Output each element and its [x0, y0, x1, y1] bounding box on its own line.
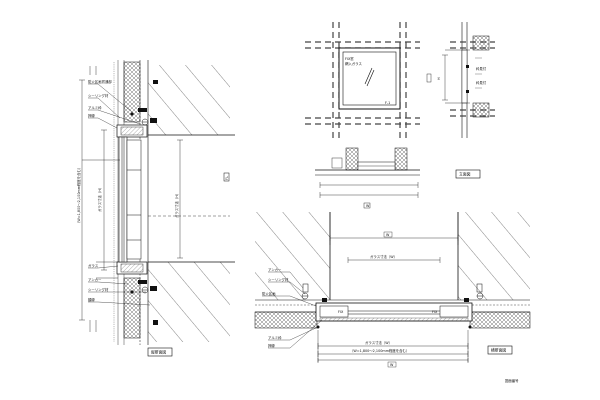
elevation-glass-code: F-1	[385, 101, 390, 105]
elevation-title: 立面図	[459, 172, 471, 177]
horizontal-callout-2: シーリング材	[268, 277, 289, 282]
horizontal-overall-dim: （W=1,800～2,100mm程度を含む）	[350, 348, 409, 353]
horizontal-callout-4: アルミ枠	[268, 335, 282, 340]
sash-right-label: FIX	[432, 310, 438, 314]
horizontal-callout-5: 押縁	[268, 343, 275, 348]
detail-callout-2: 枠見付	[476, 80, 487, 85]
vertical-callout-1: 防火区画貫通部	[88, 79, 112, 84]
elevation-glass-label-1: FIX窓	[345, 56, 354, 61]
sheet-number: 図面番号	[505, 378, 519, 383]
horizontal-inner-dim: ガラス寸法（W）	[370, 254, 397, 259]
sash-left-label: FIX	[338, 310, 344, 314]
vertical-callout-4: 押縁	[88, 113, 95, 118]
section-detail-view: H 枠見付 枠見付 立面図	[426, 22, 495, 179]
elevation-dim-label: W	[366, 204, 370, 208]
horizontal-callout-3: 防火区画	[262, 291, 276, 296]
elevation-glass-label-2: 網入ガラス	[345, 61, 362, 66]
horizontal-bottom-dim: W	[390, 363, 394, 367]
detail-dim-h: H	[437, 77, 441, 80]
horizontal-glass-dim: ガラス寸法（W）	[365, 340, 392, 345]
vertical-callout-5: ガラス	[88, 263, 99, 268]
vertical-callout-2: シーリング材	[88, 93, 109, 98]
horizontal-section-view: FIX FIX	[254, 212, 531, 368]
elevation-view: FIX窓 網入ガラス F-1 W	[305, 22, 420, 209]
detail-callout-1: 枠見付	[476, 66, 487, 71]
horizontal-section-title: 横断面図	[491, 348, 506, 353]
vertical-section-title: 縦断面図	[151, 350, 166, 355]
vertical-callout-7: シーリング材	[88, 287, 109, 292]
vertical-callout-3: アルミ枠	[88, 105, 102, 110]
vertical-callout-6: アンカー	[88, 277, 102, 282]
vertical-callout-8: 額縁	[88, 297, 95, 302]
vertical-total-height-dim: （W=1,800～2,100mm程度を含む）	[76, 166, 81, 225]
horizontal-callout-1: アンカー	[268, 267, 282, 272]
vertical-glass-dim: ガラス寸法（H）	[174, 192, 179, 218]
vertical-inner-height-dim: ガラス寸法（H）	[97, 186, 102, 212]
vertical-section-view: （W=1,800～2,100mm程度を含む） ガラス寸法（H） ガラス寸法（H）…	[76, 60, 235, 357]
vertical-center-mark: FL	[225, 176, 229, 180]
horizontal-top-dim: W	[386, 233, 390, 237]
